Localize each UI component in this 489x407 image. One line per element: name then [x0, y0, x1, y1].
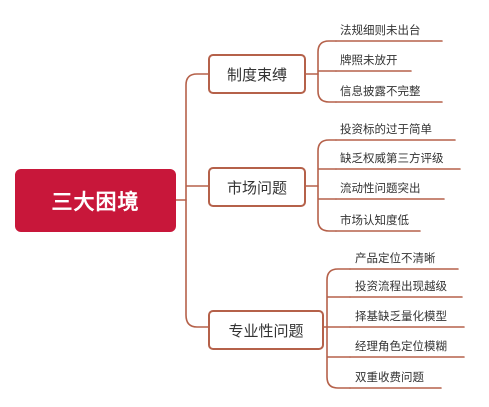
leaf-node[interactable]: 信息披露不完整 — [340, 84, 421, 98]
leaf-node[interactable]: 缺乏权威第三方评级 — [340, 151, 444, 165]
leaf-node[interactable]: 投资标的过于简单 — [340, 122, 432, 136]
leaf-node[interactable]: 流动性问题突出 — [340, 181, 421, 195]
branch-1-vertical — [317, 40, 337, 103]
trunk-vertical — [185, 73, 210, 328]
leaf-node[interactable]: 双重收费问题 — [355, 370, 424, 384]
branch-node-market[interactable]: 市场问题 — [208, 167, 306, 207]
root-node[interactable]: 三大困境 — [15, 169, 176, 232]
branch-3-vertical — [326, 268, 351, 389]
branch-node-professional[interactable]: 专业性问题 — [208, 310, 324, 350]
branch-2-vertical — [317, 139, 337, 232]
leaf-node[interactable]: 产品定位不清晰 — [355, 251, 436, 265]
leaf-node[interactable]: 经理角色定位模糊 — [355, 339, 447, 353]
leaf-node[interactable]: 法规细则未出台 — [340, 23, 421, 37]
leaf-node[interactable]: 市场认知度低 — [340, 213, 409, 227]
leaf-node[interactable]: 牌照未放开 — [340, 53, 398, 67]
leaf-node[interactable]: 择基缺乏量化模型 — [355, 309, 447, 323]
branch-node-system[interactable]: 制度束缚 — [208, 54, 306, 94]
leaf-node[interactable]: 投资流程出现越级 — [355, 279, 447, 293]
